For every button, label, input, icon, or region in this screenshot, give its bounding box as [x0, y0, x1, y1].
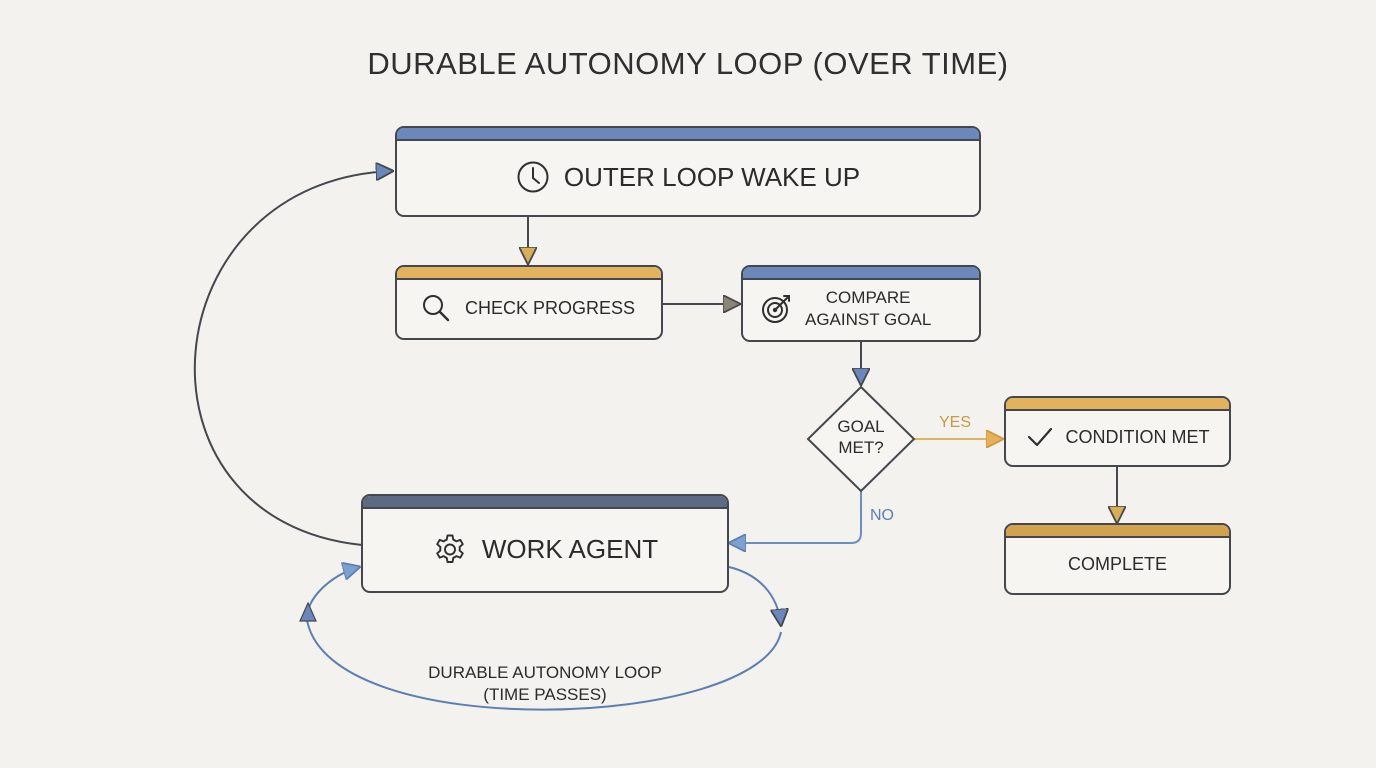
no-edge-label: NO [870, 507, 894, 524]
check-progress-node: CHECK PROGRESS [395, 265, 663, 340]
condition-met-node: CONDITION MET [1004, 396, 1231, 467]
complete-node: COMPLETE [1004, 523, 1231, 595]
compare-against-goal-node: COMPARE AGAINST GOAL [741, 265, 981, 342]
node-accent-bar [1006, 525, 1229, 538]
outer-loop-wake-up-label: OUTER LOOP WAKE UP [563, 161, 861, 192]
condition-met-label: CONDITION MET [1065, 426, 1210, 447]
arrow-no-to-work-agent [730, 491, 862, 543]
complete-label: COMPLETE [1067, 554, 1168, 574]
node-accent-bar [1006, 398, 1229, 411]
arrow-work-agent-to-wake-up [193, 171, 392, 546]
durable-loop-label: DURABLE AUTONOMY LOOP (TIME PASSES) [428, 663, 662, 704]
compare-against-goal-label: COMPARE AGAINST GOAL [805, 288, 932, 329]
magnifier-icon [421, 293, 451, 323]
node-accent-bar [397, 128, 979, 141]
outer-loop-wake-up-node: OUTER LOOP WAKE UP [395, 126, 981, 217]
node-accent-bar [743, 267, 979, 280]
gear-icon [432, 531, 468, 567]
arrow-loop-right-down [728, 566, 781, 625]
node-accent-bar [363, 496, 727, 509]
target-icon [761, 293, 793, 325]
checkmark-icon [1026, 425, 1054, 449]
clock-icon [516, 160, 550, 194]
work-agent-node: WORK AGENT [361, 494, 729, 593]
arrow-loop-bottom-return [305, 567, 782, 711]
check-progress-label: CHECK PROGRESS [465, 297, 636, 318]
yes-edge-label: YES [939, 414, 972, 431]
arrow-loop-left-up [299, 601, 317, 622]
node-accent-bar [397, 267, 661, 280]
goal-met-label: GOAL MET? [837, 417, 885, 457]
diagram-title: DURABLE AUTONOMY LOOP (OVER TIME) [367, 46, 1009, 81]
decision-diamond-shape [806, 385, 916, 493]
work-agent-label: WORK AGENT [481, 533, 659, 564]
